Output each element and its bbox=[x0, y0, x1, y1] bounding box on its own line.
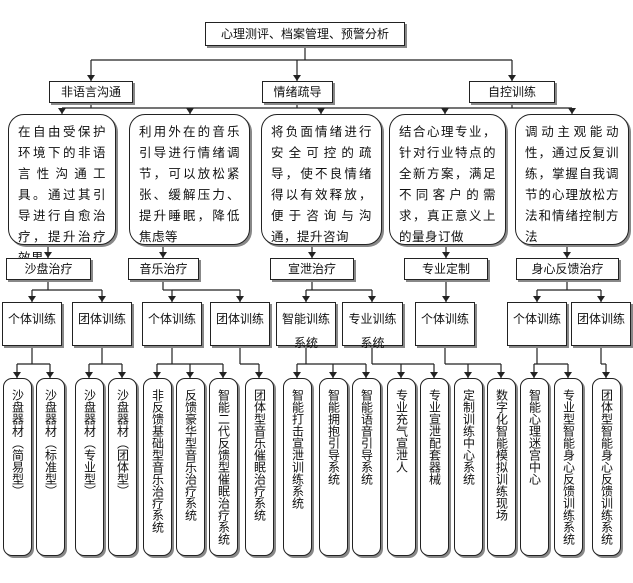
arrowhead bbox=[46, 372, 54, 378]
arrowhead bbox=[219, 372, 227, 378]
leaf-biofeedback-pro: 专业型智能身心反馈训练系统 bbox=[554, 378, 583, 556]
arrowhead bbox=[87, 75, 95, 81]
leaf-sandplay-simple: 沙盘器材（简易型） bbox=[3, 378, 32, 556]
branch-selfcontrol: 自控训练 bbox=[469, 81, 555, 103]
leaf-music-deluxe: 反馈豪华型音乐治疗系统 bbox=[176, 378, 205, 556]
arrowhead bbox=[568, 108, 576, 114]
arrowhead bbox=[530, 372, 538, 378]
description-music: 利用外在的音乐引导进行情绪调节，可以放松紧张、缓解压力、提升睡眠，降低焦虑等 bbox=[129, 114, 250, 245]
unit-catharsis-professional: 专业训练系统 bbox=[342, 302, 403, 350]
group-sandplay: 沙盘治疗 bbox=[6, 258, 91, 280]
arrowhead bbox=[308, 252, 316, 258]
arrowhead bbox=[293, 75, 301, 81]
arrowhead bbox=[255, 372, 263, 378]
leaf-inflatable: 专业充气宣泄人 bbox=[387, 378, 416, 556]
arrowhead bbox=[159, 252, 167, 258]
group-music: 音乐治疗 bbox=[128, 258, 199, 280]
arrowhead bbox=[186, 108, 194, 114]
arrowhead bbox=[602, 372, 610, 378]
arrowhead bbox=[397, 372, 405, 378]
arrowhead bbox=[58, 108, 66, 114]
description-custom: 结合心理专业，针对行业特点的全新方案，满足不同客户的需求，真正意义上的量身订做 bbox=[389, 114, 506, 245]
leaf-sandplay-group: 沙盘器材（团体型） bbox=[108, 378, 137, 556]
description-sandplay: 在自由受保护环境下的非语言性沟通工具。通过其引导进行自愈治疗，提升治疗效果。 bbox=[8, 114, 116, 265]
arrowhead bbox=[597, 296, 605, 302]
arrowhead bbox=[362, 372, 370, 378]
leaf-maze-center: 智能心理迷宫中心 bbox=[520, 378, 549, 556]
group-custom: 专业定制 bbox=[404, 258, 488, 280]
unit-biofeedback-group: 团体训练 bbox=[571, 302, 631, 346]
arrowhead bbox=[236, 296, 244, 302]
unit-sandplay-individual: 个体训练 bbox=[2, 302, 62, 346]
arrowhead bbox=[508, 75, 516, 81]
arrowhead bbox=[153, 372, 161, 378]
root-node: 心理测评、档案管理、预警分析 bbox=[205, 22, 405, 46]
group-biofeedback: 身心反馈治疗 bbox=[516, 258, 619, 280]
arrowhead bbox=[302, 296, 310, 302]
arrowhead bbox=[368, 296, 376, 302]
arrowhead bbox=[497, 372, 505, 378]
branch-emotion: 情绪疏导 bbox=[262, 81, 333, 103]
leaf-sandplay-standard: 沙盘器材（标准型） bbox=[36, 378, 65, 556]
arrowhead bbox=[533, 296, 541, 302]
unit-biofeedback-individual: 个体训练 bbox=[507, 302, 567, 346]
arrowhead bbox=[317, 108, 325, 114]
branch-nonverbal: 非语言沟通 bbox=[49, 81, 133, 103]
leaf-catharsis-equipment: 专业宣泄配套器械 bbox=[420, 378, 449, 556]
arrowhead bbox=[168, 296, 176, 302]
arrowhead bbox=[85, 372, 93, 378]
leaf-music-basic: 非反馈基础型音乐治疗系统 bbox=[143, 378, 172, 556]
leaf-smart-hug: 智能拥抱引导系统 bbox=[319, 378, 348, 556]
leaf-smart-striking: 智能打击宣泄训练系统 bbox=[283, 378, 312, 556]
arrowhead bbox=[293, 372, 301, 378]
group-catharsis: 宣泄治疗 bbox=[270, 258, 354, 280]
unit-music-individual: 个体训练 bbox=[142, 302, 202, 346]
unit-custom-individual: 个体训练 bbox=[415, 302, 475, 346]
arrowhead bbox=[329, 372, 337, 378]
arrowhead bbox=[563, 252, 571, 258]
arrowhead bbox=[430, 372, 438, 378]
arrowhead bbox=[442, 296, 450, 302]
leaf-music-hypnosis-group: 团体型音乐催眠治疗系统 bbox=[245, 378, 274, 556]
unit-catharsis-smart: 智能训练系统 bbox=[276, 302, 336, 350]
leaf-smart-voice: 智能语音引导系统 bbox=[352, 378, 381, 556]
arrowhead bbox=[442, 252, 450, 258]
unit-music-group: 团体训练 bbox=[210, 302, 270, 346]
description-catharsis: 将负面情绪进行安全可控的疏导，使不良情绪得以有效释放，便于咨询与沟通，提升咨询 bbox=[261, 114, 382, 245]
leaf-hypnosis-gen2: 智能二代反馈型催眠治疗系统 bbox=[209, 378, 238, 556]
leaf-biofeedback-group: 团体型智能身心反馈训练系统 bbox=[592, 378, 621, 556]
arrowhead bbox=[441, 108, 449, 114]
arrowhead bbox=[98, 296, 106, 302]
arrowhead bbox=[118, 372, 126, 378]
unit-sandplay-group: 团体训练 bbox=[72, 302, 132, 346]
description-biofeedback: 调动主观能动性，通过反复训练，掌握自我调节的心理放松方法和情绪控制方法 bbox=[515, 114, 629, 245]
leaf-sandplay-pro: 沙盘器材（专业型） bbox=[75, 378, 104, 556]
arrowhead bbox=[44, 252, 52, 258]
arrowhead bbox=[564, 372, 572, 378]
arrowhead bbox=[186, 372, 194, 378]
arrowhead bbox=[13, 372, 21, 378]
leaf-digital-simulation: 数字化智能模拟训练现场 bbox=[487, 378, 516, 556]
leaf-custom-center: 定制训练中心系统 bbox=[454, 378, 483, 556]
arrowhead bbox=[28, 296, 36, 302]
arrowhead bbox=[464, 372, 472, 378]
